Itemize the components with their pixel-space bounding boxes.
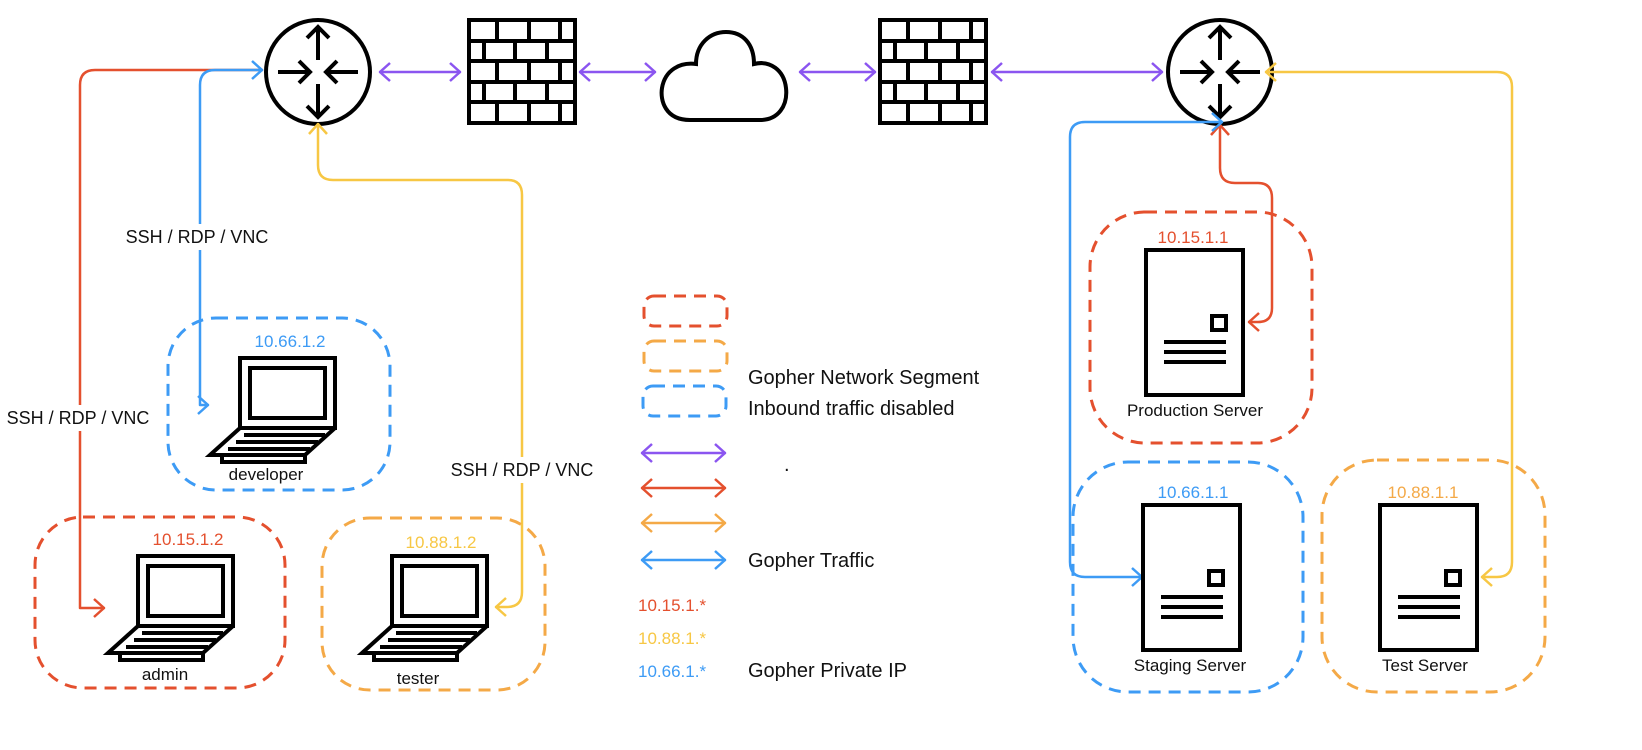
developer-ip: 10.66.1.2 — [255, 332, 326, 351]
production-label: Production Server — [1127, 401, 1263, 420]
admin-label: admin — [142, 665, 188, 684]
legend-traffic-dot: . — [784, 454, 790, 476]
staging-flow — [1068, 122, 1224, 577]
laptop-icon — [208, 356, 337, 464]
server-icon — [1378, 503, 1479, 652]
test-label: Test Server — [1382, 656, 1468, 675]
cloud-icon — [659, 30, 789, 122]
router-icon-left — [264, 18, 372, 126]
tester-protocol-label: SSH / RDP / VNC — [451, 460, 594, 480]
developer-segment: 10.66.1.2 developer — [166, 316, 392, 492]
router-icon-right — [1166, 18, 1274, 126]
legend-segment-label-2: Inbound traffic disabled — [748, 398, 954, 420]
production-segment: 10.15.1.1 Production Server — [1088, 210, 1314, 445]
firewall-icon-left — [467, 18, 577, 125]
production-ip: 10.15.1.1 — [1158, 228, 1229, 247]
legend: Gopher Network Segment Inbound traffic d… — [638, 294, 980, 682]
legend-traffic-label: Gopher Traffic — [748, 550, 874, 572]
legend-segment-orange — [642, 339, 729, 373]
staging-segment: 10.66.1.1 Staging Server — [1071, 460, 1305, 694]
laptop-icon — [106, 554, 235, 662]
admin-segment: 10.15.1.2 admin — [33, 515, 287, 690]
laptop-icon — [360, 554, 489, 662]
legend-segment-label-1: Gopher Network Segment — [748, 367, 980, 389]
tester-ip: 10.88.1.2 — [406, 533, 477, 552]
test-flow — [1264, 72, 1514, 577]
admin-ip: 10.15.1.2 — [153, 530, 224, 549]
developer-protocol-label: SSH / RDP / VNC — [126, 227, 269, 247]
tester-label: tester — [397, 669, 440, 688]
tester-segment: 10.88.1.2 tester — [320, 516, 547, 692]
developer-flow — [200, 70, 264, 405]
firewall-icon-right — [878, 18, 988, 125]
legend-ip-range-red: 10.15.1.* — [638, 596, 706, 615]
tester-flow — [318, 122, 524, 607]
test-segment: 10.88.1.1 Test Server — [1320, 458, 1547, 694]
legend-segment-red — [642, 294, 729, 328]
legend-ip-label: Gopher Private IP — [748, 660, 907, 682]
legend-segment-blue — [641, 384, 728, 418]
admin-flow — [78, 68, 264, 608]
staging-ip: 10.66.1.1 — [1158, 483, 1229, 502]
legend-ip-range-yellow: 10.88.1.* — [638, 629, 706, 648]
admin-protocol-label: SSH / RDP / VNC — [7, 408, 150, 428]
test-ip: 10.88.1.1 — [1388, 483, 1459, 502]
developer-label: developer — [229, 465, 304, 484]
server-icon — [1141, 503, 1242, 652]
server-icon — [1144, 248, 1245, 397]
legend-ip-range-blue: 10.66.1.* — [638, 662, 706, 681]
staging-label: Staging Server — [1134, 656, 1247, 675]
production-flow — [1220, 123, 1274, 322]
